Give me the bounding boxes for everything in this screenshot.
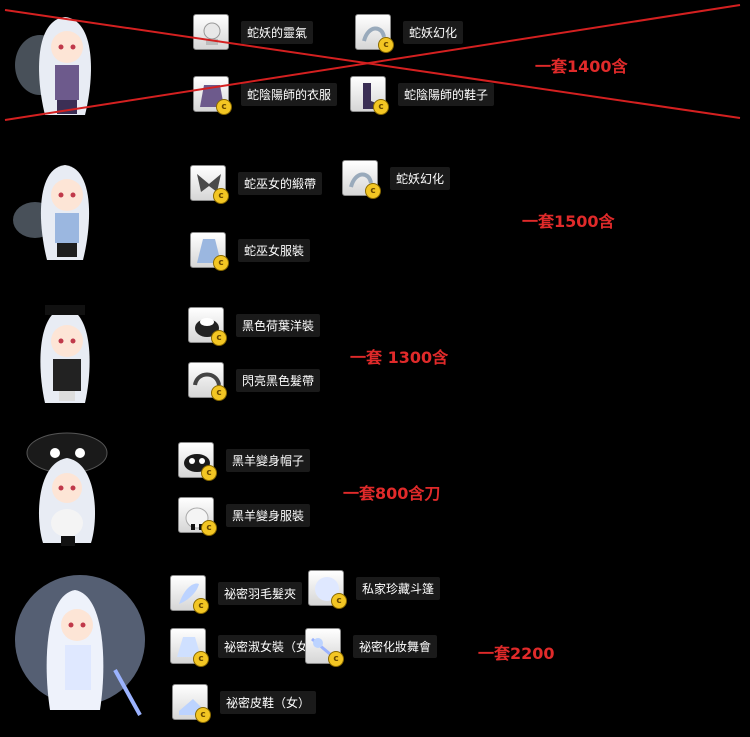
item-set1-1[interactable]: 蛇妖的靈氣 [193, 14, 314, 50]
coin-icon: c [193, 651, 209, 667]
item-label: 祕密皮鞋（女） [220, 690, 317, 714]
item-label: 蛇妖幻化 [390, 166, 451, 190]
coin-icon: c [216, 99, 232, 115]
item-label: 蛇妖的靈氣 [241, 20, 314, 44]
coin-icon: c [201, 465, 217, 481]
item-label: 黑羊變身帽子 [226, 448, 311, 472]
item-set3-1[interactable]: c 黑色荷葉洋裝 [188, 307, 321, 346]
item-label: 蛇巫女的緞帶 [238, 171, 323, 195]
item-label: 黑羊變身服裝 [226, 503, 311, 527]
snake-icon: c [355, 14, 394, 53]
character-sprite-3 [5, 293, 125, 418]
item-set2-2[interactable]: c 蛇妖幻化 [342, 160, 451, 199]
feather-icon: c [170, 575, 209, 614]
item-set1-2[interactable]: c 蛇妖幻化 [355, 14, 464, 53]
item-set5-5[interactable]: c 祕密皮鞋（女） [172, 684, 317, 723]
item-label: 蛇陰陽師的衣服 [241, 82, 338, 106]
item-set1-4[interactable]: c 蛇陰陽師的鞋子 [350, 76, 495, 115]
item-set5-1[interactable]: c 祕密羽毛髮夾 [170, 575, 303, 614]
coin-icon: c [211, 385, 227, 401]
price-set2: 一套1500含 [522, 212, 615, 231]
item-label: 黑色荷葉洋裝 [236, 313, 321, 337]
item-label: 蛇妖幻化 [403, 20, 464, 44]
character-sprite-4 [5, 428, 125, 553]
item-set3-2[interactable]: c 閃亮黑色髮帶 [188, 362, 321, 401]
coin-icon: c [213, 255, 229, 271]
price-set4: 一套800含刀 [343, 484, 441, 503]
coin-icon: c [328, 651, 344, 667]
coin-icon: c [193, 598, 209, 614]
item-label: 祕密淑女裝（女） [218, 634, 327, 658]
ribbon-icon: c [190, 165, 229, 204]
dress-icon: c [188, 307, 227, 346]
sheep-suit-icon: c [178, 497, 217, 536]
item-label: 祕密化妝舞會 [353, 634, 438, 658]
item-label: 閃亮黑色髮帶 [236, 368, 321, 392]
sheep-hat-icon: c [178, 442, 217, 481]
coin-icon: c [211, 330, 227, 346]
item-set5-3[interactable]: c 祕密淑女裝（女） [170, 628, 327, 667]
dress-icon: c [190, 232, 229, 271]
price-set3: 一套 1300含 [350, 348, 449, 367]
aura-icon [193, 14, 229, 50]
shoe-icon: c [172, 684, 211, 723]
item-set4-1[interactable]: c 黑羊變身帽子 [178, 442, 311, 481]
coin-icon: c [365, 183, 381, 199]
character-sprite-5 [5, 570, 155, 730]
coin-icon: c [378, 37, 394, 53]
item-set2-1[interactable]: c 蛇巫女的緞帶 [190, 165, 323, 204]
coin-icon: c [195, 707, 211, 723]
character-sprite-2 [5, 150, 125, 275]
character-sprite-1 [5, 5, 125, 130]
cape-icon: c [308, 570, 347, 609]
dress-icon: c [170, 628, 209, 667]
coin-icon: c [201, 520, 217, 536]
item-set2-3[interactable]: c 蛇巫女服裝 [190, 232, 311, 271]
item-set5-4[interactable]: c 祕密化妝舞會 [305, 628, 438, 667]
item-label: 祕密羽毛髮夾 [218, 581, 303, 605]
item-set1-3[interactable]: c 蛇陰陽師的衣服 [193, 76, 338, 115]
coin-icon: c [373, 99, 389, 115]
price-set5: 一套2200 [478, 644, 555, 663]
item-label: 蛇陰陽師的鞋子 [398, 82, 495, 106]
coin-icon: c [331, 593, 347, 609]
item-set4-2[interactable]: c 黑羊變身服裝 [178, 497, 311, 536]
coin-icon: c [213, 188, 229, 204]
item-label: 蛇巫女服裝 [238, 238, 311, 262]
boots-icon: c [350, 76, 389, 115]
item-label: 私家珍藏斗篷 [356, 576, 441, 600]
robe-icon: c [193, 76, 232, 115]
mask-icon: c [305, 628, 344, 667]
item-set5-2[interactable]: c 私家珍藏斗篷 [308, 570, 441, 609]
snake-icon: c [342, 160, 381, 199]
headband-icon: c [188, 362, 227, 401]
price-set1: 一套1400含 [535, 57, 628, 76]
